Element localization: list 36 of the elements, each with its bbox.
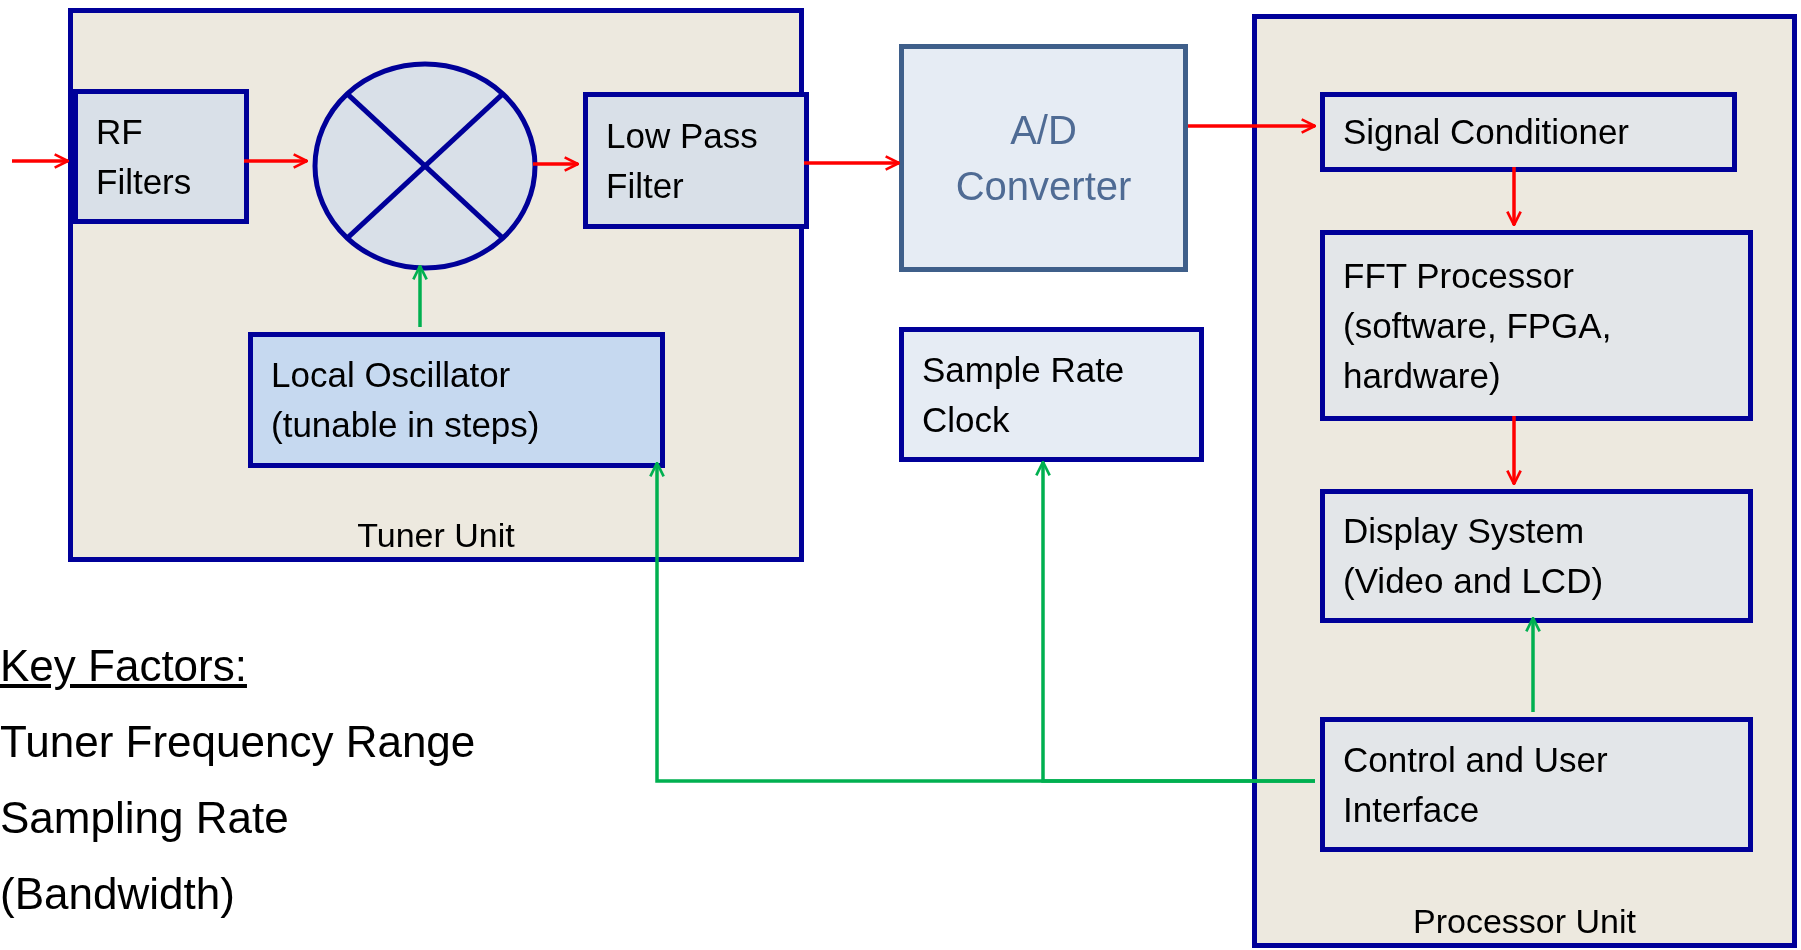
unit-label: Processor Unit	[1412, 901, 1637, 941]
arrow	[533, 156, 580, 172]
unit-panel	[1252, 14, 1797, 948]
arrow	[1506, 167, 1522, 227]
box-label: Sample Rate Clock	[922, 348, 1126, 441]
arrow	[804, 155, 901, 171]
process-box	[899, 44, 1188, 272]
process-box	[1320, 717, 1753, 852]
arrow	[244, 153, 309, 169]
process-box	[73, 89, 249, 224]
process-box	[248, 332, 665, 468]
box-label: Display System (Video and LCD)	[1343, 510, 1605, 602]
box-label: A/D Converter	[954, 107, 1133, 210]
key-factors-heading: Key Factors:	[0, 640, 247, 692]
key-factor-text: Sampling Rate	[0, 792, 289, 844]
process-box	[1320, 230, 1753, 421]
arrow	[412, 264, 428, 327]
unit-label: Tuner Unit	[356, 515, 516, 555]
box-label: FFT Processor (software, FPGA, hardware)	[1343, 254, 1613, 397]
process-box	[583, 92, 809, 229]
arrow	[1506, 416, 1522, 486]
box-label: Signal Conditioner	[1343, 111, 1630, 153]
arrow	[1525, 616, 1541, 712]
mixer-symbol	[312, 61, 538, 271]
key-factor-text: (Bandwidth)	[0, 868, 235, 920]
arrow	[1188, 118, 1317, 134]
box-label: Control and User Interface	[1343, 738, 1609, 831]
box-label: Low Pass Filter	[606, 114, 759, 207]
process-box	[1320, 489, 1753, 623]
arrow	[1035, 460, 1315, 783]
box-label: Local Oscillator (tunable in steps)	[271, 354, 541, 446]
key-factor-text: Tuner Frequency Range	[0, 716, 476, 768]
arrow	[12, 153, 70, 169]
process-box	[899, 327, 1204, 462]
process-box	[1320, 92, 1737, 172]
box-label: RF Filters	[96, 110, 193, 203]
